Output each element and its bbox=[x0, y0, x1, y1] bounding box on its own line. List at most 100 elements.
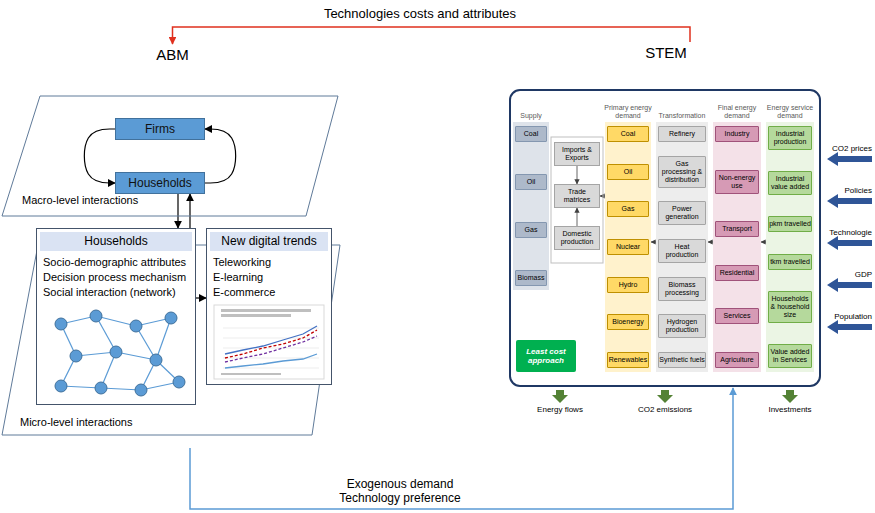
box-label: Coal bbox=[516, 130, 546, 138]
energy-item: tkm travelled bbox=[768, 254, 812, 270]
energy-column: SupplyCoalOilGasBiomass bbox=[513, 122, 549, 290]
energy-item: Value added in Services bbox=[768, 344, 812, 368]
energy-column: Energy service demandIndustrial producti… bbox=[766, 122, 814, 372]
column-heading: Final energy demand bbox=[710, 104, 764, 120]
box-label: Bioenergy bbox=[608, 318, 648, 326]
box-label: Value added in Services bbox=[769, 348, 811, 364]
energy-item: Households & household size bbox=[768, 291, 812, 323]
energy-item: Renewables bbox=[607, 352, 649, 368]
agent-box: Households bbox=[115, 172, 205, 194]
energy-item: Bioenergy bbox=[607, 314, 649, 330]
connector-arrow bbox=[577, 208, 578, 226]
box-label: Biomass bbox=[516, 274, 546, 282]
connector-arrow bbox=[177, 194, 178, 228]
energy-item: Synthetic fuels bbox=[658, 352, 706, 368]
output-arrow bbox=[552, 390, 798, 403]
agent-box: Firms bbox=[115, 118, 205, 140]
box-label: Industry bbox=[716, 130, 758, 138]
energy-item: Oil bbox=[515, 174, 547, 190]
energy-item: Non-energy use bbox=[715, 170, 759, 194]
input-arrow bbox=[827, 152, 872, 334]
panel-item: E-learning bbox=[207, 270, 331, 285]
connector-arrow bbox=[189, 194, 190, 228]
energy-item: Hydro bbox=[607, 277, 649, 293]
input-label: Technologie bbox=[820, 228, 872, 238]
trade-box: Trade matrices bbox=[554, 184, 600, 208]
box-label: Renewables bbox=[608, 356, 648, 364]
energy-item: Industrial production bbox=[768, 126, 812, 150]
energy-item: Hydrogen production bbox=[658, 314, 706, 338]
attribute-panel: HouseholdsSocio-demographic attributesDe… bbox=[36, 228, 196, 405]
energy-item: Gas bbox=[515, 222, 547, 238]
trade-box: Imports & Exports bbox=[554, 142, 600, 166]
box-label: Gas bbox=[608, 205, 648, 213]
energy-item: Industry bbox=[715, 126, 759, 142]
energy-item: Agriculture bbox=[715, 352, 759, 368]
box-label: Domestic production bbox=[555, 230, 599, 246]
connector-arrow bbox=[84, 129, 115, 183]
box-label: tkm travelled bbox=[769, 258, 811, 266]
panel-item: Decision process mechanism bbox=[37, 270, 195, 285]
energy-item: Transport bbox=[715, 221, 759, 237]
connector-arrow bbox=[190, 388, 733, 509]
box-label: Households bbox=[128, 176, 191, 190]
output-label: CO2 emissions bbox=[625, 405, 705, 415]
panel-item: Social interaction (network) bbox=[37, 285, 195, 300]
energy-item: Coal bbox=[607, 126, 649, 142]
energy-item: Biomass bbox=[515, 270, 547, 286]
input-label: GDP bbox=[820, 270, 872, 280]
energy-item: Gas bbox=[607, 201, 649, 217]
box-label: Oil bbox=[516, 178, 546, 186]
diagram-heading: ABM bbox=[0, 46, 345, 64]
connector-arrow bbox=[205, 129, 236, 183]
panel-heading: New digital trends bbox=[210, 232, 328, 251]
box-label: Industrial value added bbox=[769, 175, 811, 191]
box-label: Industrial production bbox=[769, 130, 811, 146]
column-heading: Transformation bbox=[653, 112, 711, 120]
energy-item: Heat production bbox=[658, 239, 706, 263]
connector-label: Exogenous demand Technology preference bbox=[330, 477, 470, 505]
box-label: Services bbox=[716, 312, 758, 320]
panel-item: Teleworking bbox=[207, 255, 331, 270]
energy-item: Power generation bbox=[658, 201, 706, 225]
energy-item: Refinery bbox=[658, 126, 706, 142]
box-label: Gas processing & distribution bbox=[659, 160, 705, 184]
energy-column: Primary energy demandCoalOilGasNuclearHy… bbox=[605, 122, 651, 372]
box-label: Heat production bbox=[659, 243, 705, 259]
box-label: Transport bbox=[716, 225, 758, 233]
box-label: Power generation bbox=[659, 205, 705, 221]
input-label: CO2 prices bbox=[820, 144, 872, 154]
energy-column: TransformationRefineryGas processing & d… bbox=[656, 122, 708, 372]
connector-arrow bbox=[196, 297, 206, 298]
box-label: Hydrogen production bbox=[659, 318, 705, 334]
energy-item: Gas processing & distribution bbox=[658, 156, 706, 188]
model-frame: STEMSupplyCoalOilGasBiomassImports & Exp… bbox=[508, 42, 824, 388]
energy-item: Industrial value added bbox=[768, 171, 812, 195]
box-label: Oil bbox=[608, 168, 648, 176]
output-label: Energy flows bbox=[520, 405, 600, 415]
box-label: Gas bbox=[516, 226, 546, 234]
box-label: pkm travelled bbox=[769, 220, 811, 228]
plane-label: Micro-level interactions bbox=[20, 416, 132, 429]
box-label: Biomass processing bbox=[659, 281, 705, 297]
diagram-heading: STEM bbox=[508, 44, 824, 62]
box-label: Trade matrices bbox=[555, 188, 599, 204]
energy-item: Services bbox=[715, 308, 759, 324]
connector-arrow bbox=[577, 166, 578, 184]
box-label: Synthetic fuels bbox=[659, 356, 705, 364]
approach-badge: Least cost approach bbox=[516, 340, 576, 372]
energy-item: pkm travelled bbox=[768, 216, 812, 232]
box-label: Households & household size bbox=[769, 295, 811, 319]
attribute-panel: New digital trendsTeleworkingE-learningE… bbox=[206, 228, 332, 385]
energy-item: Coal bbox=[515, 126, 547, 142]
box-label: Firms bbox=[145, 122, 175, 136]
interaction-plane: Micro-level interactions HouseholdsSocio-… bbox=[0, 220, 345, 448]
box-label: Agriculture bbox=[716, 356, 758, 364]
box-label: Hydro bbox=[608, 281, 648, 289]
input-label: Population bbox=[820, 312, 872, 322]
energy-column: Final energy demandIndustryNon-energy us… bbox=[713, 122, 761, 372]
plane-label: Macro-level interactions bbox=[22, 194, 138, 207]
trend-chart bbox=[213, 304, 325, 380]
box-label: Residential bbox=[716, 269, 758, 277]
connector-arrow bbox=[173, 27, 691, 44]
